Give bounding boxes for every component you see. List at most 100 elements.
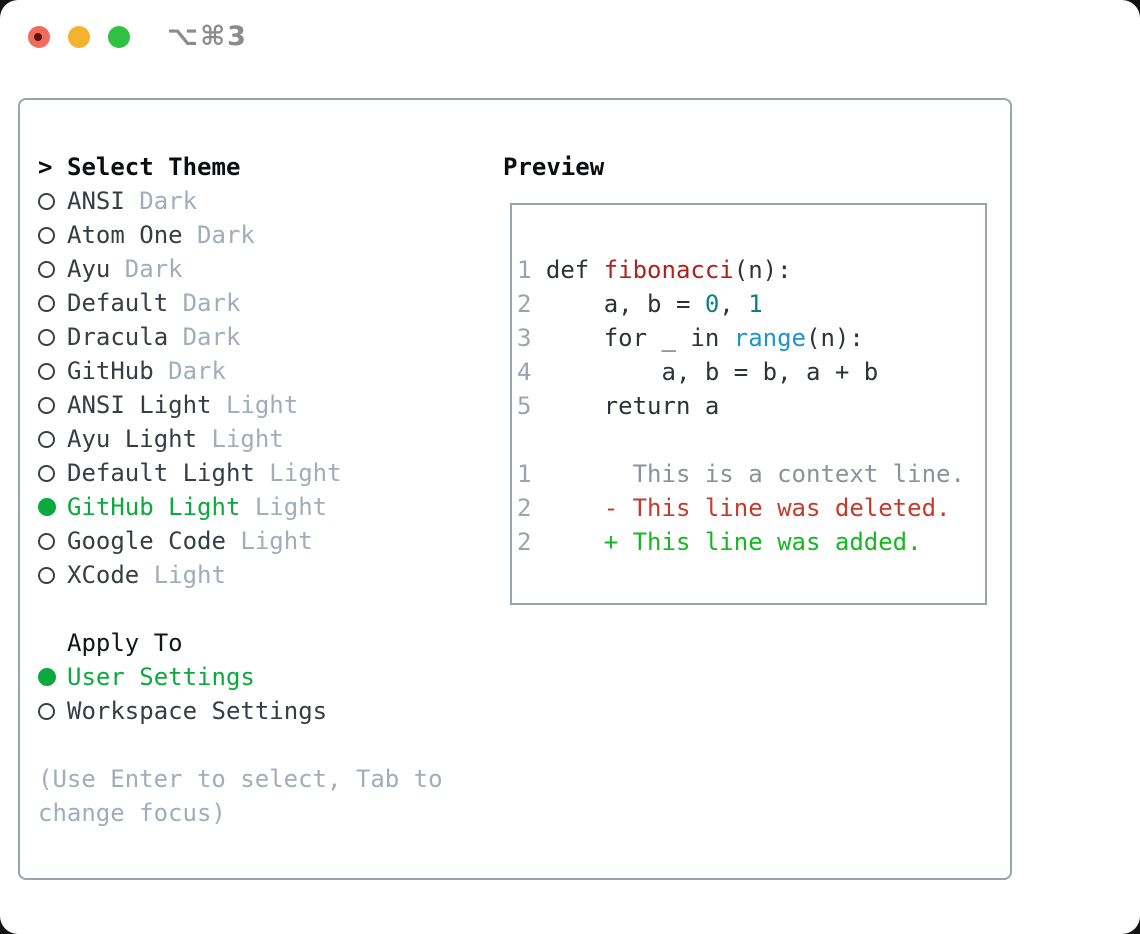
preview-title: Preview bbox=[503, 153, 605, 181]
window-title: ⌥⌘3 bbox=[167, 21, 248, 52]
preview-line: 3 for _ in range(n): bbox=[517, 321, 985, 355]
radio-selected-icon[interactable] bbox=[38, 498, 56, 516]
code-segment-code: for _ in bbox=[531, 324, 734, 352]
code-segment-code: a, b = b, a + b bbox=[531, 358, 879, 386]
code-segment-code: return a bbox=[531, 392, 720, 420]
apply-option-label: Workspace Settings bbox=[67, 697, 328, 725]
code-segment-code: (n): bbox=[806, 324, 864, 352]
minimize-button-icon[interactable] bbox=[68, 26, 90, 48]
theme-variant: Light bbox=[211, 391, 299, 419]
theme-name: Ayu Light bbox=[67, 425, 198, 453]
theme-name: Atom One bbox=[67, 221, 183, 249]
preview-line: 1 def fibonacci(n): bbox=[517, 253, 985, 287]
line-number: 2 bbox=[517, 290, 532, 318]
theme-variant: Light bbox=[139, 561, 226, 589]
radio-unselected-icon[interactable] bbox=[38, 464, 55, 482]
radio-unselected-icon[interactable] bbox=[38, 260, 55, 278]
theme-option-default[interactable]: Default Dark bbox=[38, 286, 443, 320]
preview-line: 2 a, b = 0, 1 bbox=[517, 287, 985, 321]
line-number: 2 bbox=[517, 494, 532, 522]
theme-option-github-light[interactable]: GitHub Light Light bbox=[38, 490, 443, 524]
close-button-icon[interactable] bbox=[28, 26, 50, 48]
theme-option-ansi[interactable]: ANSI Dark bbox=[38, 184, 443, 218]
radio-unselected-icon[interactable] bbox=[38, 362, 55, 380]
spacer bbox=[38, 592, 443, 626]
line-number: 4 bbox=[517, 358, 532, 386]
select-theme-title: Select Theme bbox=[67, 153, 241, 181]
theme-variant: Dark bbox=[168, 323, 241, 351]
code-segment-code: def bbox=[531, 256, 604, 284]
code-segment-num: 0 bbox=[704, 290, 720, 318]
theme-variant: Dark bbox=[182, 221, 255, 249]
line-number: 3 bbox=[517, 324, 532, 352]
theme-name: Ayu bbox=[67, 255, 111, 283]
theme-option-google-code[interactable]: Google Code Light bbox=[38, 524, 443, 558]
code-segment-ctx: This is a context line. bbox=[531, 460, 965, 488]
code-segment-code: (n): bbox=[733, 256, 792, 284]
theme-option-ayu-light[interactable]: Ayu Light Light bbox=[38, 422, 443, 456]
code-segment-add: + This line was added. bbox=[531, 528, 922, 556]
apply-option-user-settings[interactable]: User Settings bbox=[38, 660, 443, 694]
theme-option-github[interactable]: GitHub Dark bbox=[38, 354, 443, 388]
code-segment-num: 1 bbox=[748, 290, 763, 318]
preview-line: 2 - This line was deleted. bbox=[517, 491, 985, 525]
theme-option-xcode[interactable]: XCode Light bbox=[38, 558, 443, 592]
radio-unselected-icon[interactable] bbox=[38, 294, 55, 312]
theme-variant: Dark bbox=[168, 289, 241, 317]
help-text-line: change focus) bbox=[38, 799, 226, 827]
preview-line bbox=[517, 423, 985, 457]
code-segment-code: a, b = bbox=[531, 290, 705, 318]
theme-variant: Light bbox=[254, 459, 342, 487]
theme-option-default-light[interactable]: Default Light Light bbox=[38, 456, 443, 490]
radio-unselected-icon[interactable] bbox=[38, 328, 55, 346]
preview-line: 4 a, b = b, a + b bbox=[517, 355, 985, 389]
code-segment-code: , bbox=[719, 290, 749, 318]
line-number: 1 bbox=[517, 256, 532, 284]
radio-unselected-icon[interactable] bbox=[38, 702, 55, 720]
titlebar bbox=[28, 26, 130, 48]
code-segment-del: - This line was deleted. bbox=[531, 494, 951, 522]
radio-unselected-icon[interactable] bbox=[38, 226, 55, 244]
preview-line: 5 return a bbox=[517, 389, 985, 423]
spacer bbox=[38, 728, 443, 762]
radio-unselected-icon[interactable] bbox=[38, 566, 55, 584]
code-segment-builtin: range bbox=[733, 324, 806, 352]
theme-variant: Dark bbox=[110, 255, 183, 283]
line-number: 1 bbox=[517, 460, 532, 488]
theme-name: GitHub bbox=[67, 357, 154, 385]
theme-option-ansi-light[interactable]: ANSI Light Light bbox=[38, 388, 443, 422]
theme-name: XCode bbox=[67, 561, 140, 589]
code-segment-fn: fibonacci bbox=[603, 256, 734, 284]
theme-option-atom-one[interactable]: Atom One Dark bbox=[38, 218, 443, 252]
radio-selected-icon[interactable] bbox=[38, 668, 56, 686]
radio-unselected-icon[interactable] bbox=[38, 430, 55, 448]
radio-unselected-icon[interactable] bbox=[38, 396, 55, 414]
theme-variant: Light bbox=[225, 527, 313, 555]
preview-line: 2 + This line was added. bbox=[517, 525, 985, 559]
radio-unselected-icon[interactable] bbox=[38, 532, 55, 550]
theme-name: ANSI bbox=[67, 187, 125, 215]
theme-name: Default Light bbox=[67, 459, 255, 487]
theme-variant: Dark bbox=[124, 187, 198, 215]
theme-name: Default bbox=[67, 289, 169, 317]
theme-variant: Light bbox=[240, 493, 328, 521]
apply-option-workspace-settings[interactable]: Workspace Settings bbox=[38, 694, 443, 728]
theme-option-ayu[interactable]: Ayu Dark bbox=[38, 252, 443, 286]
focus-chevron-icon: > bbox=[38, 153, 53, 181]
theme-variant: Dark bbox=[153, 357, 226, 385]
theme-variant: Light bbox=[197, 425, 284, 453]
theme-name: Google Code bbox=[67, 527, 226, 555]
line-number: 5 bbox=[517, 392, 532, 420]
select-theme-header-row: > Select Theme bbox=[38, 150, 443, 184]
line-number: 2 bbox=[517, 528, 532, 556]
theme-option-dracula[interactable]: Dracula Dark bbox=[38, 320, 443, 354]
zoom-button-icon[interactable] bbox=[108, 26, 130, 48]
apply-to-title: Apply To bbox=[67, 629, 183, 657]
radio-unselected-icon[interactable] bbox=[38, 192, 55, 210]
